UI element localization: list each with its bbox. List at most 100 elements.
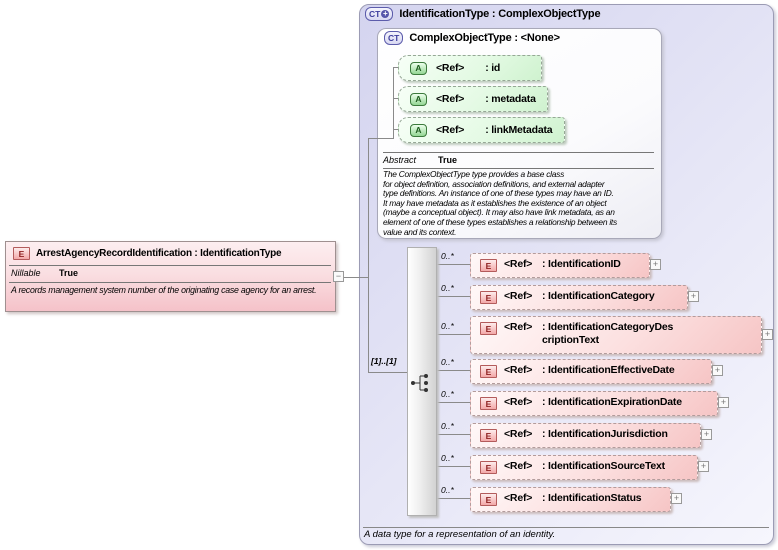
attribute-ref: <Ref> <box>436 124 465 136</box>
element-icon: E <box>480 397 497 410</box>
complex-type-plus-icon: CT + <box>365 7 394 21</box>
complex-type-icon: CT <box>384 31 404 45</box>
occurrence-label: 0..* <box>441 485 454 495</box>
left-element-title: ArrestAgencyRecordIdentification : Ident… <box>36 248 282 259</box>
occurrence-label: 0..* <box>441 389 454 399</box>
divider <box>383 168 654 169</box>
connector-line <box>393 67 394 139</box>
attribute-name: : id <box>485 62 501 74</box>
element-name: : IdentificationStatus <box>542 492 642 504</box>
occurrence-label: 0..* <box>441 357 454 367</box>
connector-line <box>435 370 470 371</box>
element-name: : IdentificationSourceText <box>542 460 665 472</box>
identification-type-description: A data type for a representation of an i… <box>364 529 556 540</box>
connector-line <box>393 67 399 68</box>
attribute-name: : metadata <box>485 93 536 105</box>
element-identification-expiration-date[interactable]: E <Ref> : IdentificationExpirationDate <box>470 391 718 416</box>
connector-line <box>368 372 407 373</box>
attribute-link-metadata[interactable]: A <Ref> : linkMetadata <box>398 117 565 143</box>
element-ref: <Ref> <box>504 321 533 333</box>
expand-button[interactable]: + <box>712 365 723 376</box>
identification-type-header: CT + IdentificationType : ComplexObjectT… <box>365 7 601 21</box>
occurrence-label: 0..* <box>441 321 454 331</box>
element-ref: <Ref> <box>504 460 533 472</box>
occurrence-label: 0..* <box>441 283 454 293</box>
expand-button[interactable]: + <box>671 493 682 504</box>
element-ref: <Ref> <box>504 396 533 408</box>
element-name: : IdentificationID <box>542 258 621 270</box>
attribute-id[interactable]: A <Ref> : id <box>398 55 542 81</box>
expand-button[interactable]: + <box>701 429 712 440</box>
ct-icon-label: CT <box>388 33 400 43</box>
divider <box>363 527 769 528</box>
complex-object-type-description: The ComplexObjectType type provides a ba… <box>383 169 617 237</box>
connector-line <box>435 434 470 435</box>
element-identification-category-description-text[interactable]: E <Ref> : IdentificationCategoryDescript… <box>470 316 762 354</box>
expand-button[interactable]: + <box>698 461 709 472</box>
attribute-icon: A <box>410 61 427 75</box>
element-icon: E <box>480 493 497 506</box>
expand-button[interactable]: + <box>688 291 699 302</box>
element-icon: E <box>480 322 497 335</box>
abstract-label: Abstract <box>383 155 417 165</box>
occurrence-label: 0..* <box>441 251 454 261</box>
connector-line <box>435 402 470 403</box>
connector-line <box>435 466 470 467</box>
nillable-label: Nillable <box>11 268 41 278</box>
element-icon: E <box>480 429 497 442</box>
connector-line <box>435 334 470 335</box>
abstract-value: True <box>438 155 458 165</box>
expand-button[interactable]: + <box>718 397 729 408</box>
ct-icon-label: CT <box>369 9 381 19</box>
connector-line <box>368 138 369 373</box>
complex-object-type-title: ComplexObjectType : <None> <box>409 32 560 44</box>
connector-line <box>393 98 399 99</box>
element-ref: <Ref> <box>504 428 533 440</box>
connector-line <box>435 296 470 297</box>
attribute-ref: <Ref> <box>436 93 465 105</box>
element-identification-source-text[interactable]: E <Ref> : IdentificationSourceText <box>470 455 698 480</box>
connector-line <box>435 264 470 265</box>
connector-line <box>393 129 399 130</box>
element-icon: E <box>480 461 497 474</box>
plus-circle-icon: + <box>381 9 390 18</box>
element-ref: <Ref> <box>504 492 533 504</box>
element-ref: <Ref> <box>504 364 533 376</box>
expand-button[interactable]: + <box>650 259 661 270</box>
divider <box>383 152 654 153</box>
identification-type-title: IdentificationType : ComplexObjectType <box>399 8 601 20</box>
element-icon: E <box>13 247 30 260</box>
element-identification-effective-date[interactable]: E <Ref> : IdentificationEffectiveDate <box>470 359 712 384</box>
element-name: : IdentificationCategoryDescriptionText <box>542 321 674 346</box>
occurrence-label: 0..* <box>441 421 454 431</box>
element-identification-id[interactable]: E <Ref> : IdentificationID <box>470 253 650 278</box>
connector-line <box>344 277 368 278</box>
element-identification-category[interactable]: E <Ref> : IdentificationCategory <box>470 285 688 310</box>
element-icon: E <box>480 259 497 272</box>
nillable-value: True <box>59 268 79 278</box>
attribute-ref: <Ref> <box>436 62 465 74</box>
attribute-name: : linkMetadata <box>485 124 553 136</box>
attribute-metadata[interactable]: A <Ref> : metadata <box>398 86 548 112</box>
element-ref: <Ref> <box>504 290 533 302</box>
sequence-icon <box>411 374 428 392</box>
complex-object-type-header: CT ComplexObjectType : <None> <box>384 31 560 45</box>
element-icon: E <box>480 365 497 378</box>
connector-line <box>435 498 470 499</box>
element-icon: E <box>480 291 497 304</box>
element-name: : IdentificationJurisdiction <box>542 428 668 440</box>
element-ref: <Ref> <box>504 258 533 270</box>
connector-line <box>368 138 393 139</box>
left-element-description: A records management system number of th… <box>11 285 317 295</box>
element-name: : IdentificationEffectiveDate <box>542 364 675 376</box>
expand-button[interactable]: + <box>762 329 773 340</box>
attribute-icon: A <box>410 123 427 137</box>
arrest-agency-record-identification-box[interactable]: E ArrestAgencyRecordIdentification : Ide… <box>5 241 336 312</box>
attribute-icon: A <box>410 92 427 106</box>
element-name: : IdentificationExpirationDate <box>542 396 682 408</box>
element-identification-status[interactable]: E <Ref> : IdentificationStatus <box>470 487 671 512</box>
collapse-button[interactable]: − <box>333 271 344 282</box>
occurrence-label: 0..* <box>441 453 454 463</box>
element-identification-jurisdiction[interactable]: E <Ref> : IdentificationJurisdiction <box>470 423 701 448</box>
